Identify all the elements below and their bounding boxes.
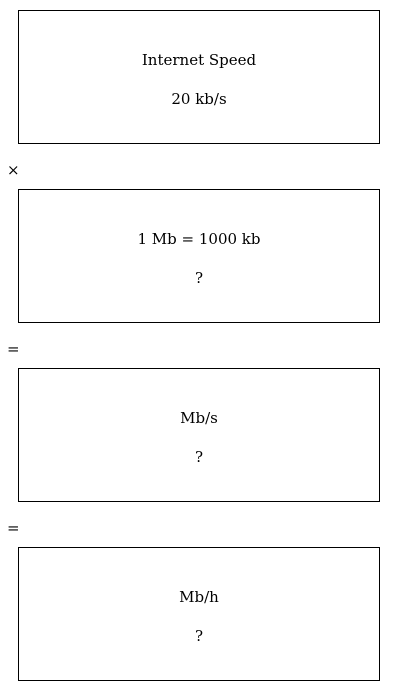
card-conversion-factor[interactable]: 1 Mb = 1000 kb ? — [18, 189, 380, 323]
card-mb-per-second[interactable]: Mb/s ? — [18, 368, 380, 502]
equals-operator: = — [7, 340, 20, 358]
equals-operator: = — [7, 519, 20, 537]
card-value: ? — [194, 448, 204, 466]
card-value: 20 kb/s — [171, 90, 227, 108]
card-mb-per-hour[interactable]: Mb/h ? — [18, 547, 380, 681]
card-title: Mb/h — [179, 588, 219, 606]
card-title: 1 Mb = 1000 kb — [137, 230, 261, 248]
multiply-operator: × — [7, 161, 20, 179]
card-value: ? — [194, 269, 204, 287]
card-title: Internet Speed — [141, 51, 257, 69]
card-internet-speed: Internet Speed 20 kb/s — [18, 10, 380, 144]
card-title: Mb/s — [180, 409, 218, 427]
card-value: ? — [194, 627, 204, 645]
